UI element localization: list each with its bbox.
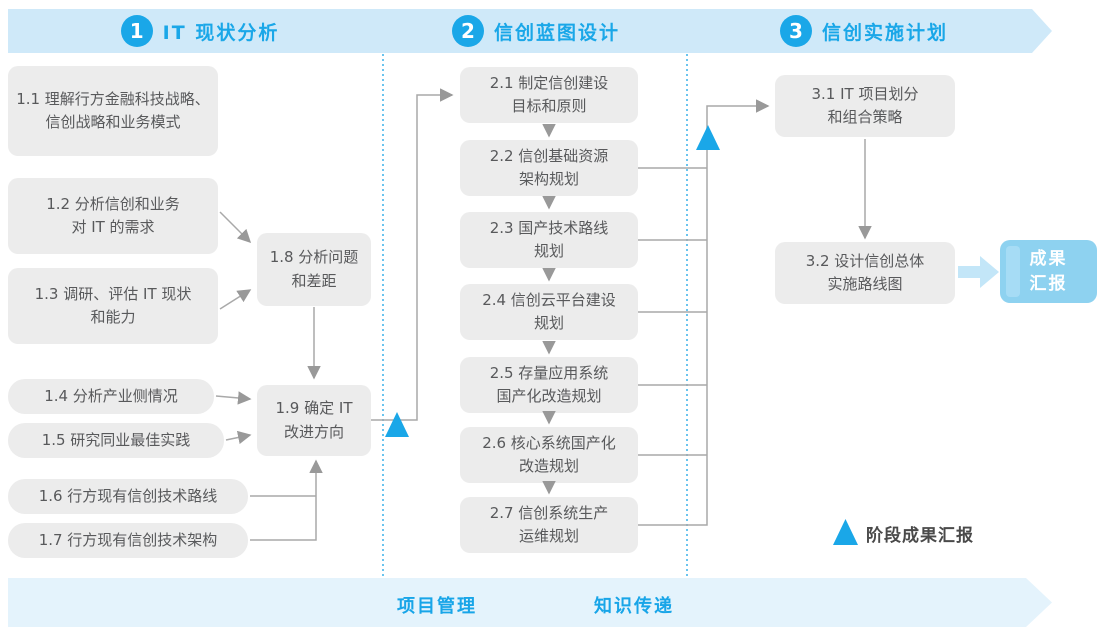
connector-1-4-to-1-9 [215,391,252,405]
connector-1-3-to-1-8 [219,289,252,310]
box-1-5: 1.5 研究同业最佳实践 [8,423,224,458]
box-1-2: 1.2 分析信创和业务 对 IT 的需求 [8,178,218,254]
footer-item-project-management: 项目管理 [397,596,477,617]
phase-band-3: 3 信创实施计划 [676,9,1052,53]
box-2-6: 2.6 核心系统国产化 改造规划 [460,427,638,483]
box-3-2: 3.2 设计信创总体 实施路线图 [775,242,955,304]
result-arrow-icon [958,256,999,288]
box-1-6: 1.6 行方现有信创技术路线 [8,479,248,514]
connector-1-2-to-1-8 [219,211,252,244]
milestone-triangle-stage1-icon [385,412,409,437]
phase-1-title: IT 现状分析 [162,21,280,44]
box-2-1: 2.1 制定信创建设 目标和原则 [460,67,638,123]
box-3-1: 3.1 IT 项目划分 和组合策略 [775,75,955,137]
box-2-5: 2.5 存量应用系统 国产化改造规划 [460,357,638,413]
box-1-4: 1.4 分析产业侧情况 [8,379,214,414]
box-2-2: 2.2 信创基础资源 架构规划 [460,140,638,196]
phase-2-number-badge: 2 [452,15,484,47]
connector-1-7-to-1-9 [250,459,323,541]
box-1-9: 1.9 确定 IT 改进方向 [257,385,371,456]
connector-1-5-to-1-9 [225,430,252,445]
connector-1-9-to-2-1 [371,88,454,421]
box-2-7: 2.7 信创系统生产 运维规划 [460,497,638,553]
box-1-7: 1.7 行方现有信创技术架构 [8,523,248,558]
footer-band [8,578,1052,627]
box-2-4: 2.4 信创云平台建设 规划 [460,284,638,340]
phase-1-number-badge: 1 [121,15,153,47]
box-2-3: 2.3 国产技术路线 规划 [460,212,638,268]
box-1-3: 1.3 调研、评估 IT 现状 和能力 [8,268,218,344]
phase-3-number-badge: 3 [780,15,812,47]
milestone-triangle-stage2-icon [696,125,720,150]
legend-triangle-icon [833,519,858,545]
legend-label: 阶段成果汇报 [866,526,974,546]
phase-band-1: 1 IT 现状分析 [8,9,392,53]
result-report-box: 成果 汇报 [1000,240,1097,303]
phase-3-title: 信创实施计划 [821,21,948,44]
box-1-1: 1.1 理解行方金融科技战略、 信创战略和业务模式 [8,66,218,156]
phase-band-2: 2 信创蓝图设计 [364,9,708,53]
connector-stage2-trunk-to-3-1 [638,99,770,526]
result-box-highlight [1006,246,1020,297]
box-1-8: 1.8 分析问题 和差距 [257,233,371,306]
footer-item-knowledge-transfer: 知识传递 [594,596,674,617]
phase-2-title: 信创蓝图设计 [493,21,620,44]
result-report-label: 成果 汇报 [1029,248,1068,294]
